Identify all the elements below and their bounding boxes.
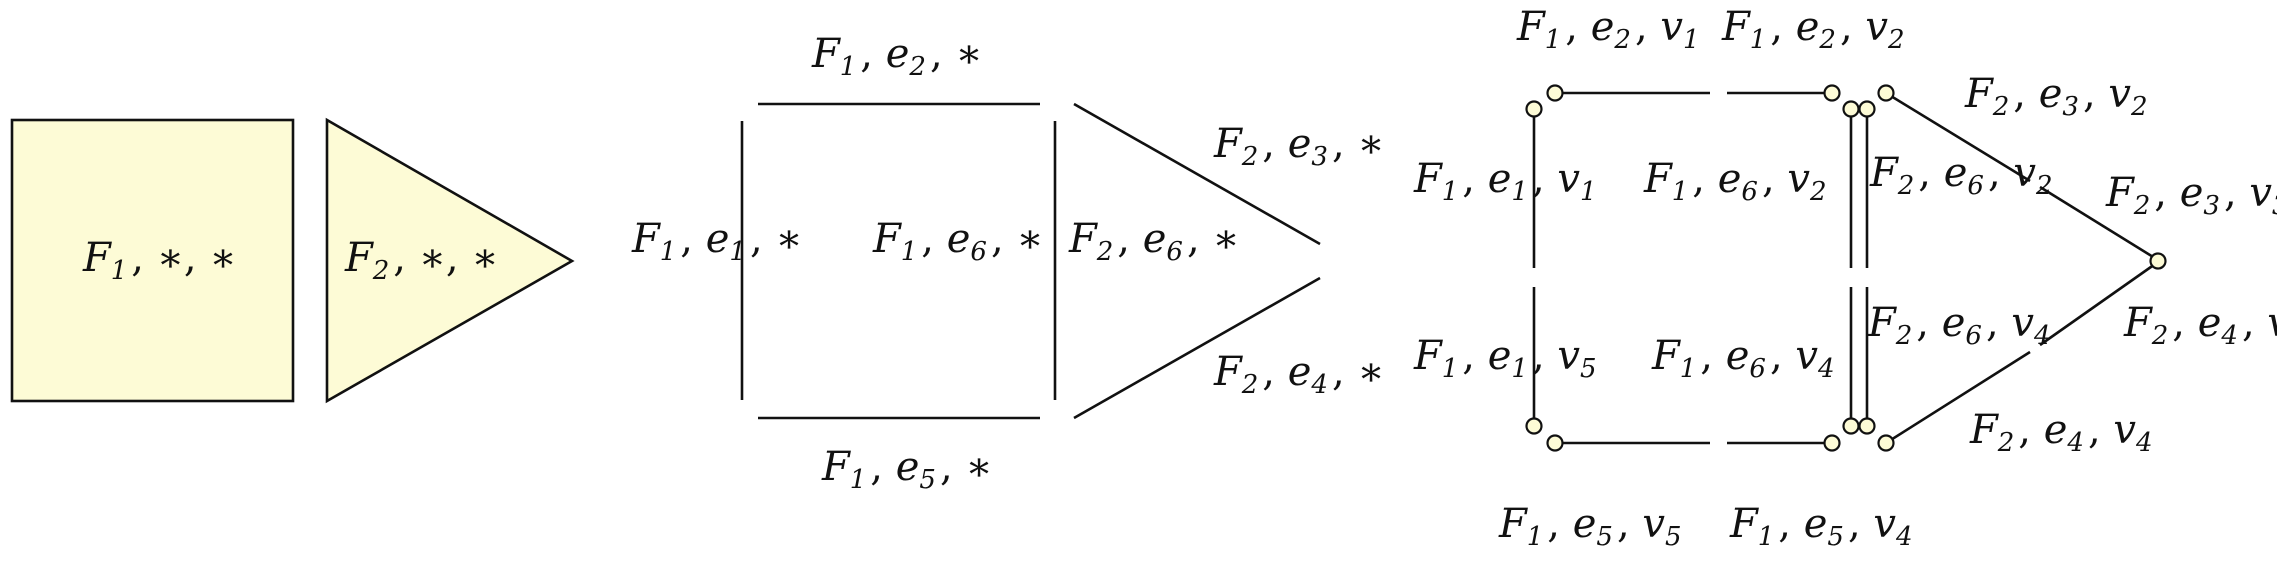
vertex-top-left-a — [1525, 100, 1543, 118]
vertex-top-mid-a — [1823, 84, 1841, 102]
label-vertex-f2-e4-v4: F2 , e4 , v4 — [1969, 407, 2157, 458]
segment-upper-diag-b — [2039, 185, 2159, 262]
label-vertex-f1-e5-v4: F1 , e5 , v4 — [1729, 501, 1917, 552]
label-edge-bottom: F1 , e5 , ∗ — [821, 444, 993, 495]
label-vertex-f1-e2-v2: F1 , e2 , v2 — [1721, 4, 1909, 55]
label-vertex-f1-e6-v4: F1 , e6 , v4 — [1651, 333, 1839, 384]
vertex-bottom-left-b — [1546, 434, 1564, 452]
label-vertex-f2-e3-v3: F2 , e3 , v3 — [2105, 170, 2277, 221]
vertex-top-mid-c — [1858, 100, 1876, 118]
segment-lower-diag-a — [1885, 350, 2031, 445]
edge-lower-diagonal — [1073, 276, 1321, 420]
segment-upper-diag-a — [1885, 91, 2031, 183]
label-edge-upper-diagonal: F2 , e3 , ∗ — [1213, 121, 1385, 172]
vertex-top-mid-b — [1842, 100, 1860, 118]
label-vertex-f1-e1-v5: F1 , e1 , v5 — [1413, 333, 1601, 384]
vertex-bottom-mid-a — [1823, 434, 1841, 452]
label-edge-center: F1 , e6 , ∗ — [872, 216, 1044, 267]
vertex-bottom-left-a — [1525, 417, 1543, 435]
label-vertex-f2-e6-v4: F2 , e6 , v4 — [1867, 300, 2055, 351]
label-face-square: F1 , ∗, ∗ — [82, 235, 237, 286]
triangle-face — [325, 117, 575, 404]
vertex-top-mid-d — [1877, 84, 1895, 102]
label-vertex-f2-e6-v2: F2 , e6 , v2 — [1869, 150, 2057, 201]
edge-upper-diagonal — [1073, 102, 1321, 246]
label-vertex-f1-e6-v2: F1 , e6 , v2 — [1643, 156, 1831, 207]
segment-lower-diag-b — [2039, 260, 2159, 347]
vertex-bottom-mid-b — [1842, 417, 1860, 435]
vertex-right-tip — [2149, 252, 2167, 270]
square-face — [10, 118, 295, 403]
label-edge-lower-diagonal: F2 , e4 , ∗ — [1213, 349, 1385, 400]
vertex-bottom-mid-d — [1877, 434, 1895, 452]
vertex-top-left-b — [1546, 84, 1564, 102]
label-vertex-f1-e2-v1: F1 , e2 , v1 — [1516, 4, 1704, 55]
label-vertex-f2-e3-v2: F2 , e3 , v2 — [1964, 71, 2152, 122]
vertex-bottom-mid-c — [1858, 417, 1876, 435]
label-vertex-f2-e4-v3: F2 , e4 , v3 — [2123, 300, 2277, 351]
label-edge-left: F1 , e1 , ∗ — [631, 216, 803, 267]
label-edge-top: F1 , e2 , ∗ — [811, 31, 983, 82]
label-vertex-f1-e1-v1: F1 , e1 , v1 — [1413, 156, 1601, 207]
label-face-triangle: F2 , ∗, ∗ — [344, 235, 499, 286]
label-vertex-f1-e5-v5: F1 , e5 , v5 — [1498, 501, 1686, 552]
label-edge-right-shared: F2 , e6 , ∗ — [1068, 216, 1240, 267]
